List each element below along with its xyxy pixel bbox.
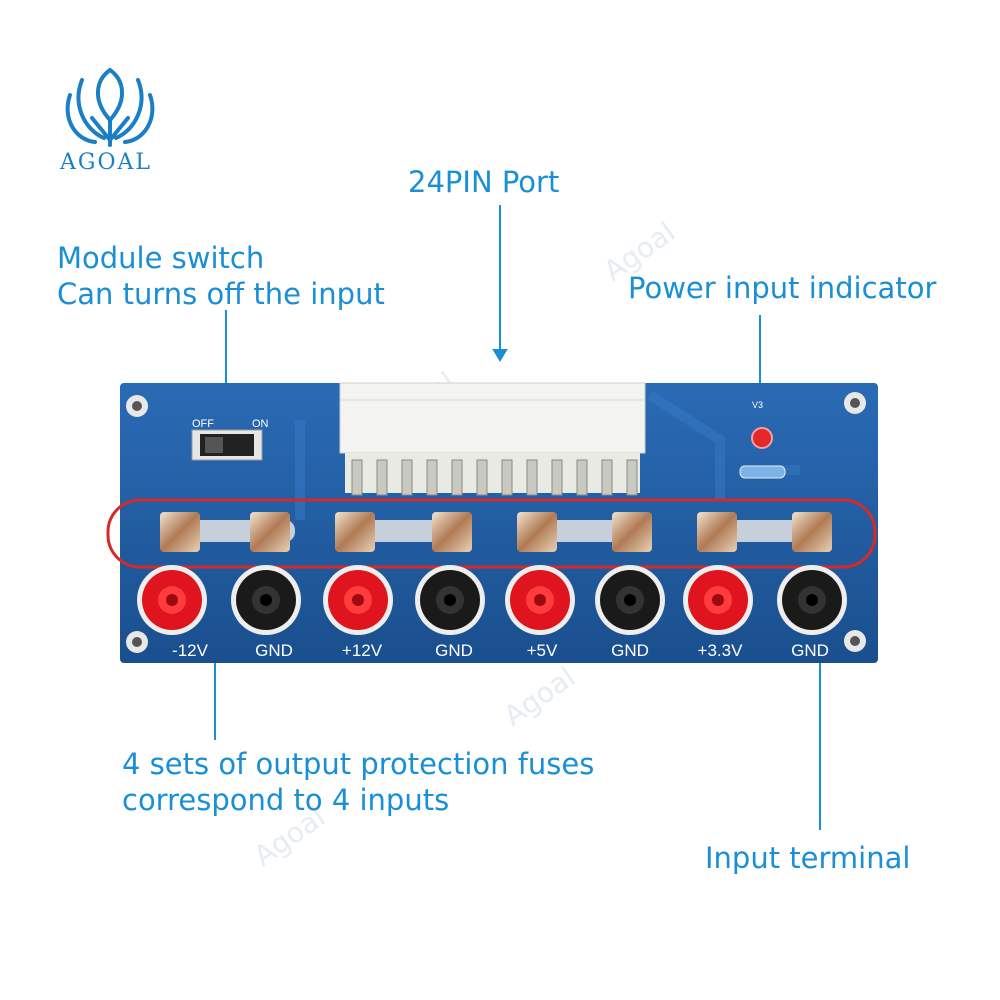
callout-module-switch: Module switch — [57, 241, 265, 275]
terminal-black — [415, 565, 485, 635]
terminal-label: GND — [611, 641, 649, 660]
terminal-red — [505, 565, 575, 635]
logo-text: AGOAL — [60, 150, 152, 175]
switch-on-label: ON — [252, 418, 269, 430]
terminal-red — [137, 565, 207, 635]
terminal-label: GND — [435, 641, 473, 660]
callout-fuses: 4 sets of output protection fuses — [122, 747, 595, 781]
fuse-highlight-outline — [106, 498, 877, 569]
terminal-red — [683, 565, 753, 635]
terminal-label: GND — [255, 641, 293, 660]
terminal-label: +12V — [342, 641, 383, 660]
connector-24pin — [339, 382, 646, 493]
led-silk-label: V3 — [752, 400, 763, 410]
fuses — [160, 512, 832, 552]
terminal-label: GND — [791, 641, 829, 660]
module-switch-icon — [191, 429, 263, 461]
callout-module-switch-desc: Can turns off the input — [57, 277, 385, 311]
mounting-holes — [126, 392, 866, 653]
callout-input-terminal: Input terminal — [705, 841, 911, 875]
resistor — [739, 465, 786, 479]
callout-power-indicator: Power input indicator — [628, 271, 937, 305]
terminal-label: +5V — [527, 641, 558, 660]
switch-off-label: OFF — [192, 418, 214, 430]
terminal-label: -12V — [172, 641, 209, 660]
terminal-black — [777, 565, 847, 635]
terminal-label: +3.3V — [698, 641, 744, 660]
callout-fuses-desc: correspond to 4 inputs — [122, 783, 450, 817]
power-led — [751, 427, 773, 449]
terminal-black — [595, 565, 665, 635]
connector-pins — [351, 459, 638, 496]
terminal-red — [323, 565, 393, 635]
terminal-row — [137, 565, 847, 635]
terminal-black — [231, 565, 301, 635]
callout-24pin-port: 24PIN Port — [408, 165, 560, 199]
